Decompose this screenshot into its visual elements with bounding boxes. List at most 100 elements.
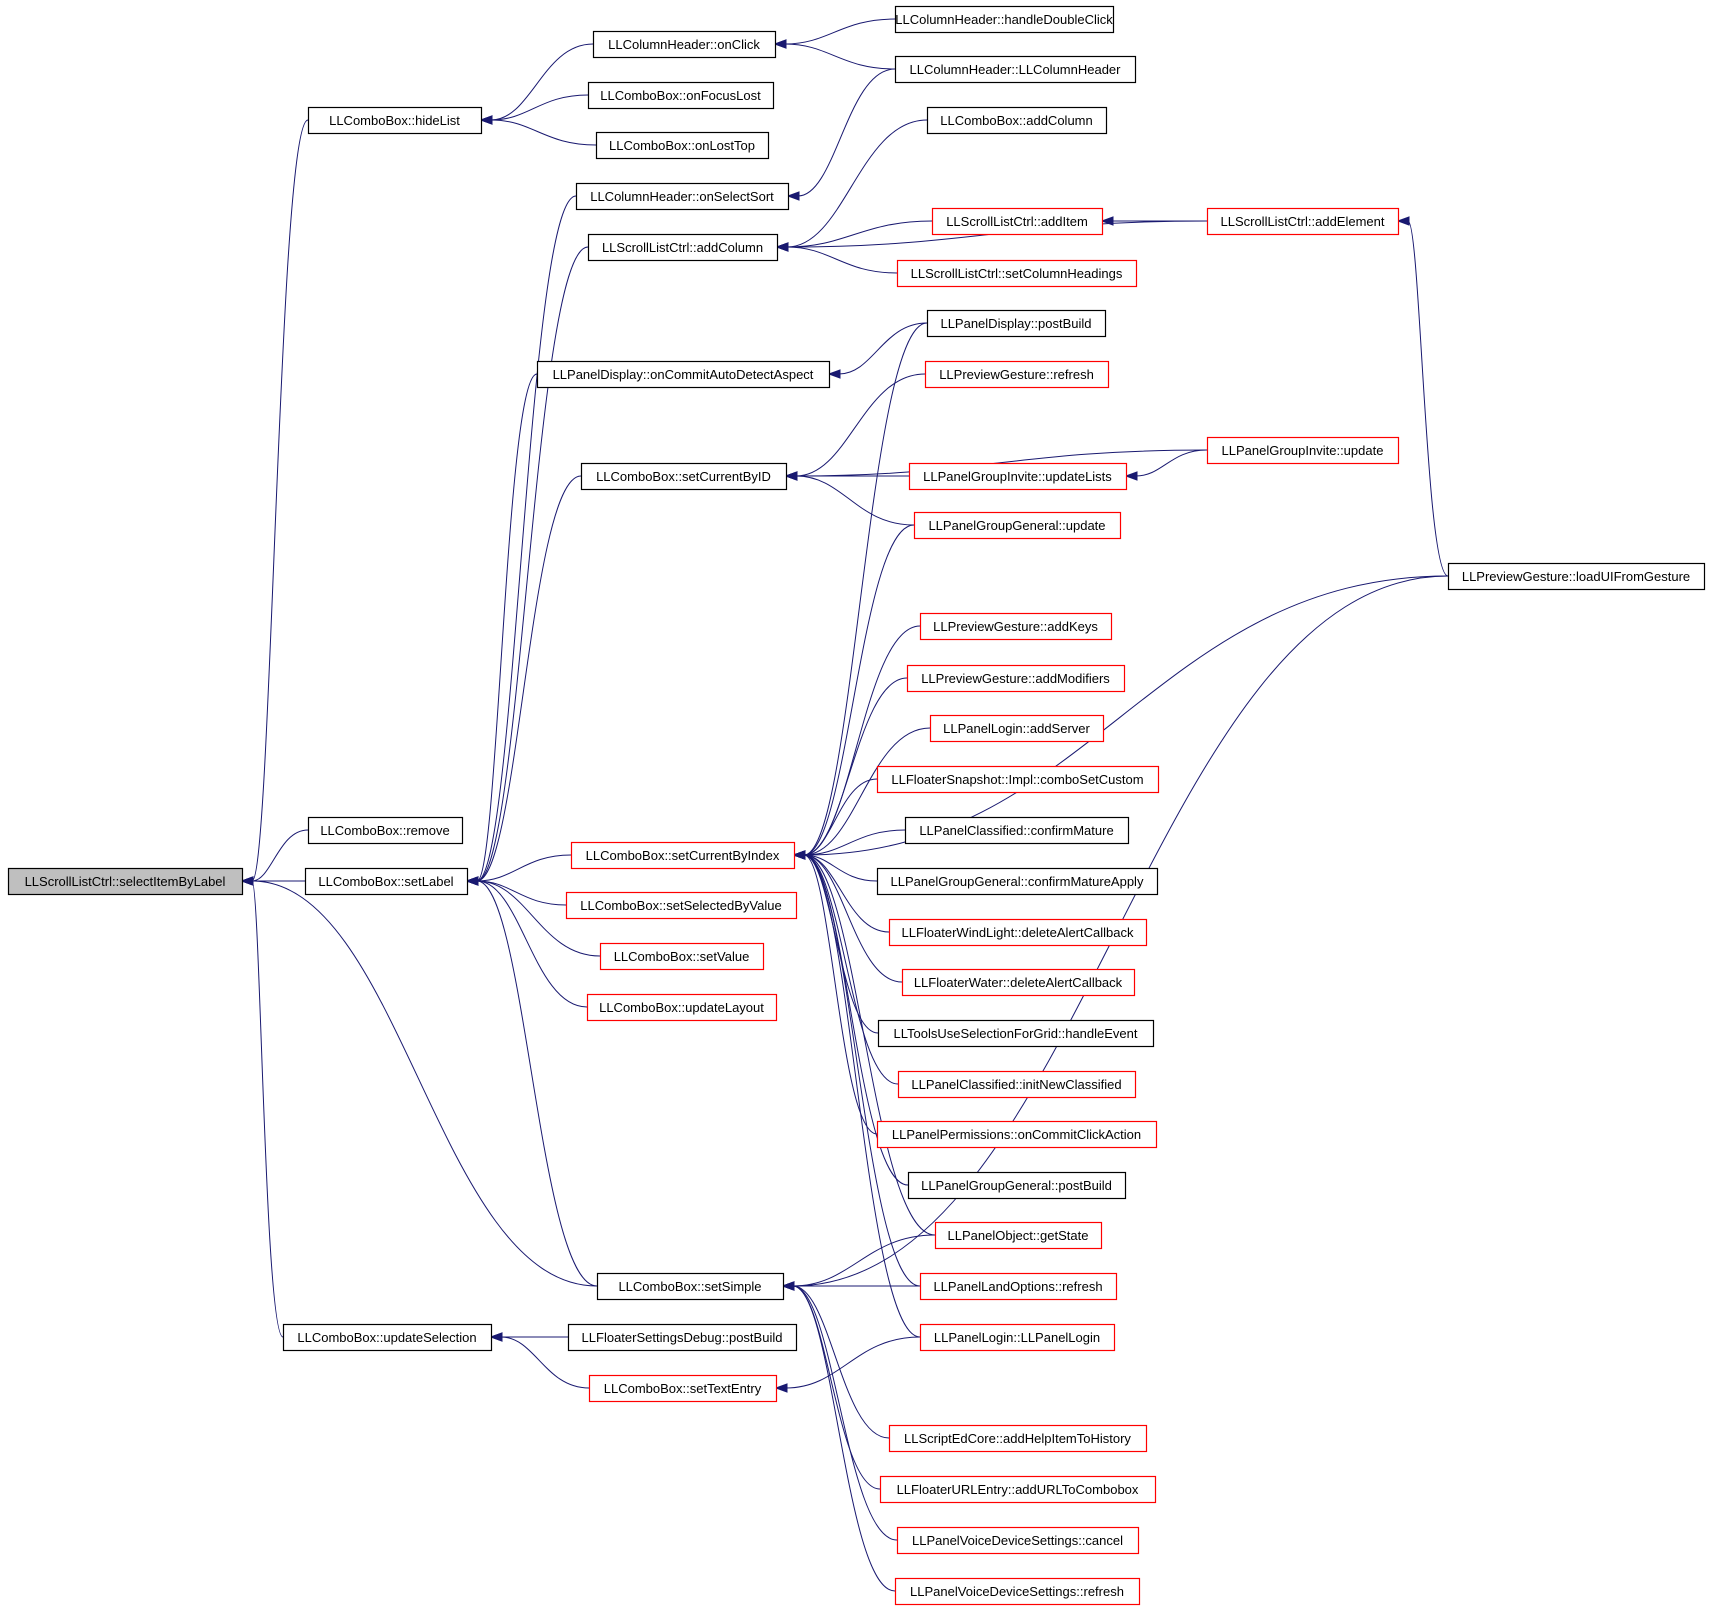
edge-n38-to-n23 xyxy=(803,854,921,1338)
node-box xyxy=(908,462,1128,491)
graph-node[interactable]: LLFloaterWater::deleteAlertCallback xyxy=(901,968,1136,997)
node-label: LLScrollListCtrl::setColumnHeadings xyxy=(911,266,1123,281)
node-box xyxy=(536,360,831,389)
node-label: LLComboBox::updateSelection xyxy=(297,1330,476,1345)
graph-node[interactable]: LLPanelLandOptions::refresh xyxy=(919,1272,1118,1301)
node-label: LLScrollListCtrl::selectItemByLabel xyxy=(25,874,226,889)
node-box xyxy=(307,106,483,135)
node-box xyxy=(596,1272,785,1301)
edge-n17-to-n16 xyxy=(838,322,928,375)
graph-node[interactable]: LLComboBox::hideList xyxy=(307,106,483,135)
graph-node[interactable]: LLPanelGroupInvite::updateLists xyxy=(908,462,1128,491)
node-box xyxy=(919,1323,1116,1352)
graph-node[interactable]: LLComboBox::setCurrentByIndex xyxy=(570,841,796,870)
edge-n45-to-n43 xyxy=(500,1336,590,1389)
node-box xyxy=(580,462,788,491)
graph-node[interactable]: LLPanelPermissions::onCommitClickAction xyxy=(876,1120,1158,1149)
graph-node[interactable]: LLPreviewGesture::refresh xyxy=(924,360,1110,389)
edge-n33-to-n23 xyxy=(803,854,899,1085)
graph-node[interactable]: LLPanelGroupGeneral::confirmMatureApply xyxy=(876,867,1159,896)
graph-node[interactable]: LLComboBox::setCurrentByID xyxy=(580,462,788,491)
graph-node[interactable]: LLColumnHeader::LLColumnHeader xyxy=(894,55,1137,84)
graph-node[interactable]: LLPanelGroupGeneral::update xyxy=(913,511,1122,540)
graph-node[interactable]: LLToolsUseSelectionForGrid::handleEvent xyxy=(877,1019,1155,1048)
graph-node[interactable]: LLPanelDisplay::postBuild xyxy=(926,309,1107,338)
node-label: LLPanelLogin::addServer xyxy=(943,721,1090,736)
node-label: LLComboBox::setSelectedByValue xyxy=(580,898,781,913)
node-box xyxy=(304,867,469,896)
node-box xyxy=(592,30,777,59)
edge-n3-to-n2 xyxy=(784,18,896,45)
graph-node[interactable]: LLFloaterSnapshot::Impl::comboSetCustom xyxy=(876,765,1160,794)
graph-node[interactable]: LLComboBox::updateLayout xyxy=(586,993,778,1022)
graph-node[interactable]: LLScriptEdCore::addHelpItemToHistory xyxy=(888,1424,1148,1453)
edge-n4-to-n2 xyxy=(784,43,896,70)
node-label: LLPreviewGesture::refresh xyxy=(939,367,1094,382)
node-box xyxy=(876,765,1160,794)
graph-node[interactable]: LLScrollListCtrl::selectItemByLabel xyxy=(7,867,244,896)
node-box xyxy=(894,1577,1141,1606)
graph-node[interactable]: LLColumnHeader::onSelectSort xyxy=(575,182,790,211)
edge-n12-to-n10 xyxy=(786,220,933,248)
node-box xyxy=(565,891,798,920)
graph-node[interactable]: LLPanelVoiceDeviceSettings::cancel xyxy=(896,1526,1140,1555)
graph-node[interactable]: LLScrollListCtrl::addElement xyxy=(1206,207,1400,236)
graph-node[interactable]: LLComboBox::updateSelection xyxy=(282,1323,493,1352)
node-box xyxy=(586,993,778,1022)
node-box xyxy=(888,918,1148,947)
graph-node[interactable]: LLFloaterWindLight::deleteAlertCallback xyxy=(888,918,1148,947)
edge-n15-to-n13 xyxy=(1407,220,1449,577)
graph-node[interactable]: LLScrollListCtrl::addItem xyxy=(931,207,1104,236)
graph-node[interactable]: LLPanelGroupGeneral::postBuild xyxy=(907,1171,1127,1200)
graph-node[interactable]: LLColumnHeader::onClick xyxy=(592,30,777,59)
graph-node[interactable]: LLScrollListCtrl::setColumnHeadings xyxy=(896,259,1138,288)
graph-node[interactable]: LLScrollListCtrl::addColumn xyxy=(587,233,779,262)
graph-node[interactable]: LLComboBox::addColumn xyxy=(926,106,1108,135)
graph-node[interactable]: LLPanelClassified::initNewClassified xyxy=(897,1070,1137,1099)
edge-n5-to-n1 xyxy=(490,94,589,121)
node-box xyxy=(588,1374,778,1403)
edge-arrowhead-n42-to-n8 xyxy=(465,876,479,886)
graph-node[interactable]: LLComboBox::setTextEntry xyxy=(588,1374,778,1403)
node-box xyxy=(929,714,1105,743)
graph-node[interactable]: LLComboBox::setSelectedByValue xyxy=(565,891,798,920)
graph-node[interactable]: LLPanelVoiceDeviceSettings::refresh xyxy=(894,1577,1141,1606)
node-box xyxy=(934,1221,1103,1250)
node-label: LLFloaterWindLight::deleteAlertCallback xyxy=(902,925,1134,940)
node-label: LLPreviewGesture::addKeys xyxy=(933,619,1098,634)
edge-arrowhead-n20-to-n21 xyxy=(1124,471,1138,481)
graph-node[interactable]: LLPreviewGesture::loadUIFromGesture xyxy=(1447,562,1706,591)
edge-n47-to-n42 xyxy=(792,1285,881,1490)
node-label: LLPanelPermissions::onCommitClickAction xyxy=(892,1127,1141,1142)
node-label: LLComboBox::onLostTop xyxy=(609,138,755,153)
graph-node[interactable]: LLComboBox::setLabel xyxy=(304,867,469,896)
graph-node[interactable]: LLColumnHeader::handleDoubleClick xyxy=(894,5,1115,34)
node-label: LLPanelClassified::confirmMature xyxy=(919,823,1113,838)
graph-node[interactable]: LLPanelLogin::LLPanelLogin xyxy=(919,1323,1116,1352)
graph-node[interactable]: LLPanelLogin::addServer xyxy=(929,714,1105,743)
graph-node[interactable]: LLPanelGroupInvite::update xyxy=(1206,436,1400,465)
graph-node[interactable]: LLComboBox::remove xyxy=(307,816,464,845)
node-box xyxy=(567,1323,798,1352)
graph-node[interactable]: LLComboBox::onLostTop xyxy=(595,131,770,160)
edge-n18-to-n8 xyxy=(476,475,582,882)
node-box xyxy=(1447,562,1706,591)
graph-node[interactable]: LLPanelObject::getState xyxy=(934,1221,1103,1250)
graph-node[interactable]: LLPreviewGesture::addModifiers xyxy=(906,664,1126,693)
node-label: LLFloaterSnapshot::Impl::comboSetCustom xyxy=(891,772,1143,787)
graph-node[interactable]: LLPanelDisplay::onCommitAutoDetectAspect xyxy=(536,360,831,389)
node-box xyxy=(926,309,1107,338)
node-label: LLPanelGroupInvite::updateLists xyxy=(923,469,1112,484)
graph-node[interactable]: LLComboBox::setValue xyxy=(599,942,765,971)
edge-arrowhead-n22-to-n18 xyxy=(784,471,798,481)
graph-node[interactable]: LLComboBox::setSimple xyxy=(596,1272,785,1301)
edge-n16-to-n8 xyxy=(476,373,538,882)
graph-node[interactable]: LLFloaterURLEntry::addURLToCombobox xyxy=(879,1475,1157,1504)
graph-node[interactable]: LLComboBox::onFocusLost xyxy=(587,81,775,110)
node-box xyxy=(894,55,1137,84)
graph-node[interactable]: LLPreviewGesture::addKeys xyxy=(919,612,1113,641)
graph-node[interactable]: LLFloaterSettingsDebug::postBuild xyxy=(567,1323,798,1352)
graph-node[interactable]: LLPanelClassified::confirmMature xyxy=(904,816,1130,845)
edge-arrowhead-n45-to-n43 xyxy=(489,1332,503,1342)
